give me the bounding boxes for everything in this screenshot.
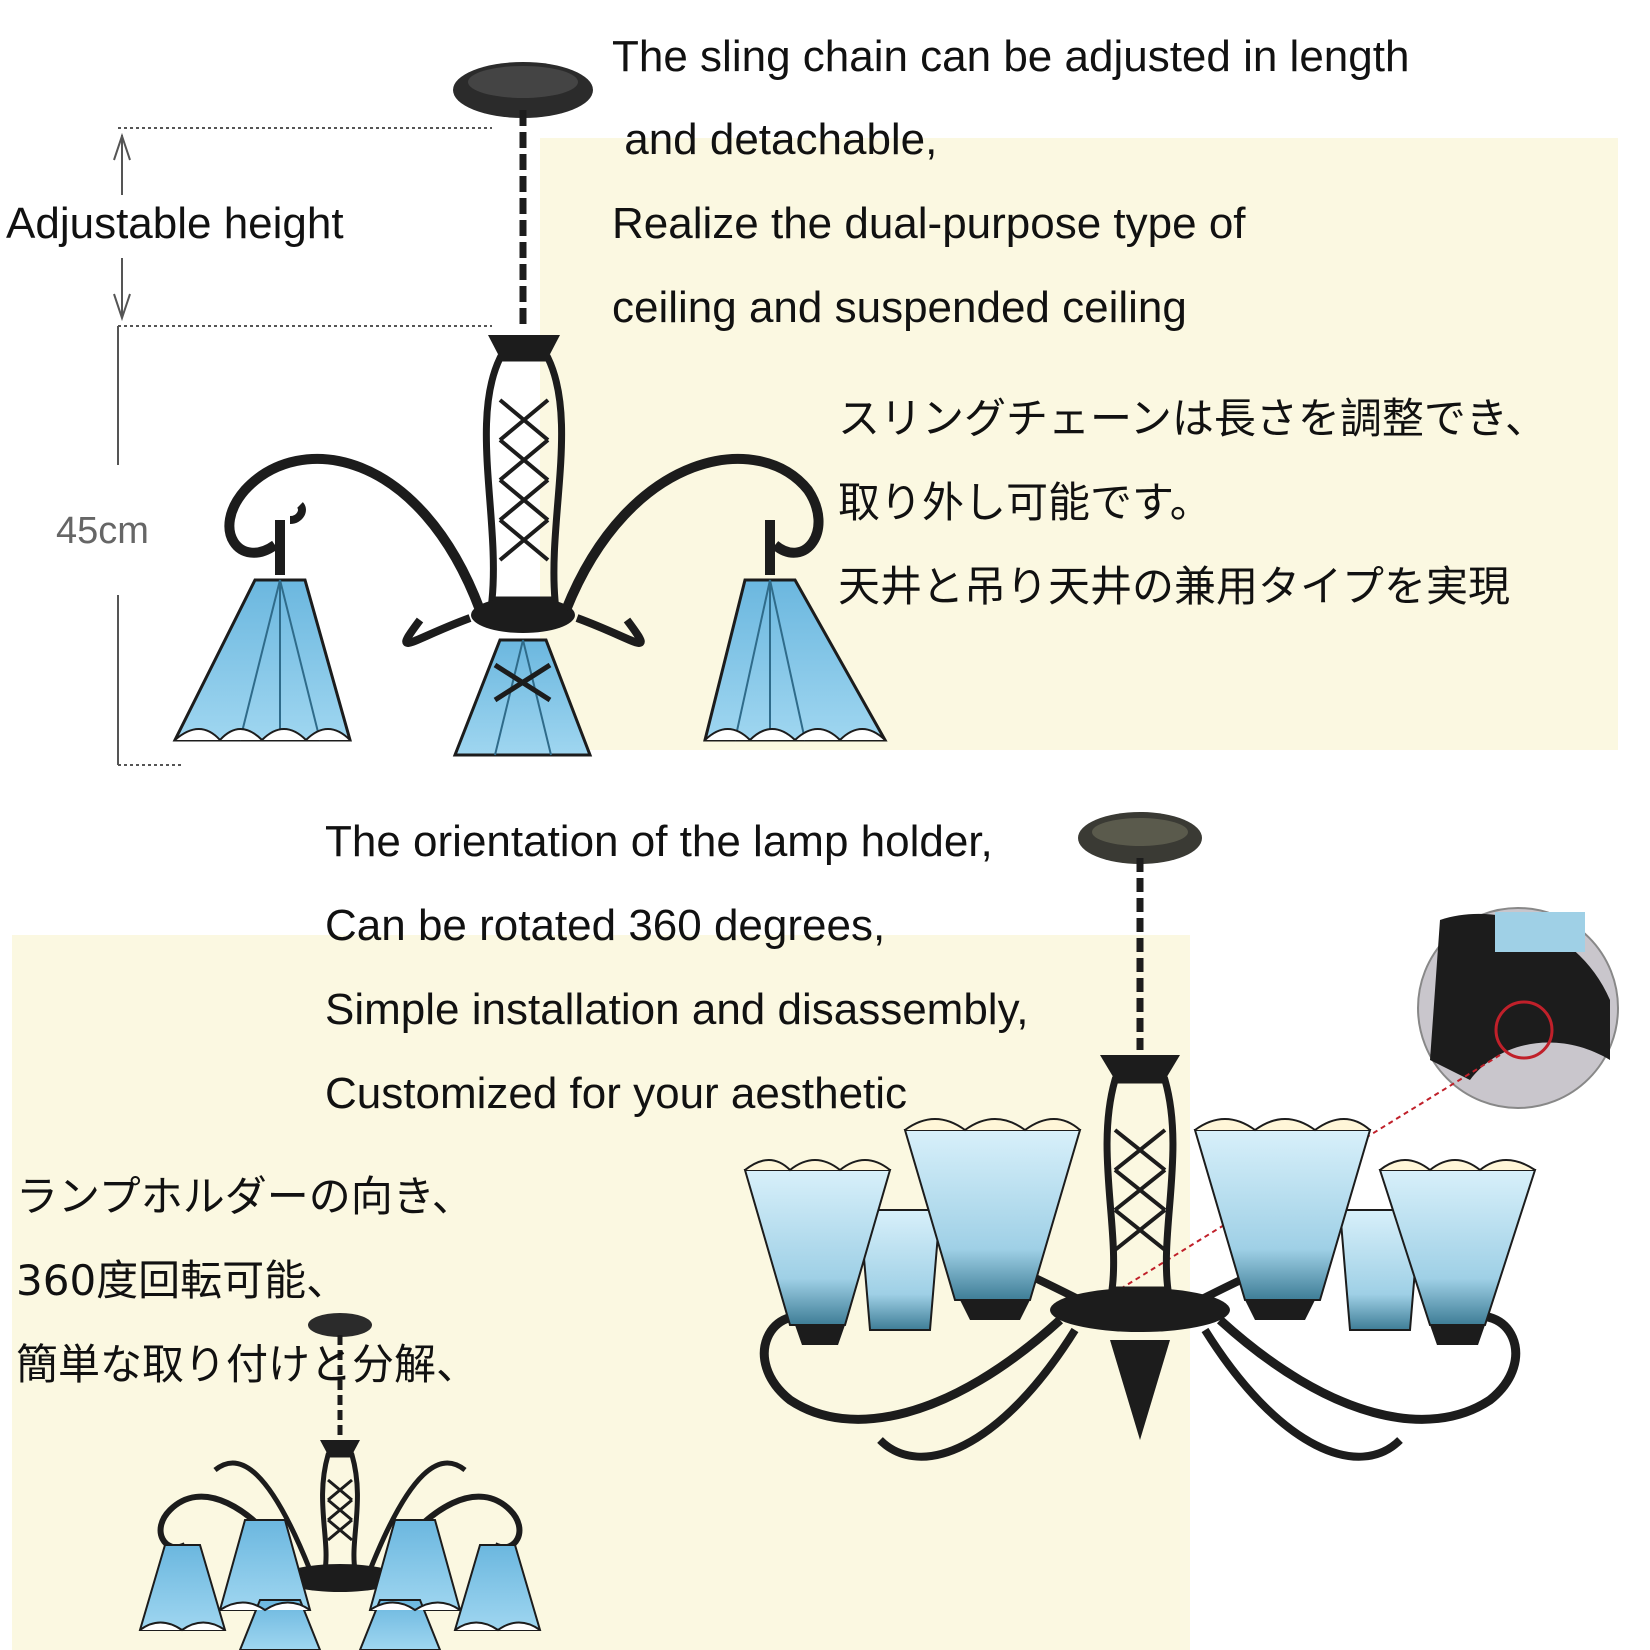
bottom-en-line-3: Simple installation and disassembly, (325, 985, 1029, 1034)
top-jp-line-3: 天井と吊り天井の兼用タイプを実現 (838, 562, 1511, 611)
height-label: Adjustable height (6, 199, 344, 248)
chandelier-bottom-8-light (743, 812, 1537, 1461)
top-en-line-1: The sling chain can be adjusted in lengt… (612, 32, 1410, 81)
bottom-en-line-4: Customized for your aesthetic (325, 1069, 908, 1118)
zoom-inset (1069, 907, 1619, 1321)
bottom-en-line-2: Can be rotated 360 degrees, (325, 901, 886, 950)
chandelier-top-3-light (172, 62, 888, 757)
bottom-jp-line-2: 360度回転可能、 (16, 1256, 349, 1305)
top-jp-line-1: スリングチェーンは長さを調整でき、 (838, 394, 1547, 443)
top-jp-line-2: 取り外し可能です。 (838, 478, 1212, 527)
bottom-jp-line-3: 簡単な取り付けと分解、 (16, 1340, 479, 1389)
top-cream-panel (540, 138, 1618, 750)
bottom-jp-line-1: ランプホルダーの向き、 (16, 1172, 474, 1221)
chandelier-bottom-left-small (138, 1313, 542, 1650)
top-en-line-4: ceiling and suspended ceiling (612, 283, 1187, 332)
dimension-lines (113, 127, 492, 766)
dimension-label: 45cm (56, 510, 149, 552)
top-en-line-3: Realize the dual-purpose type of (612, 199, 1246, 248)
top-en-line-2: and detachable, (612, 115, 938, 164)
bottom-en-line-1: The orientation of the lamp holder, (325, 817, 993, 866)
